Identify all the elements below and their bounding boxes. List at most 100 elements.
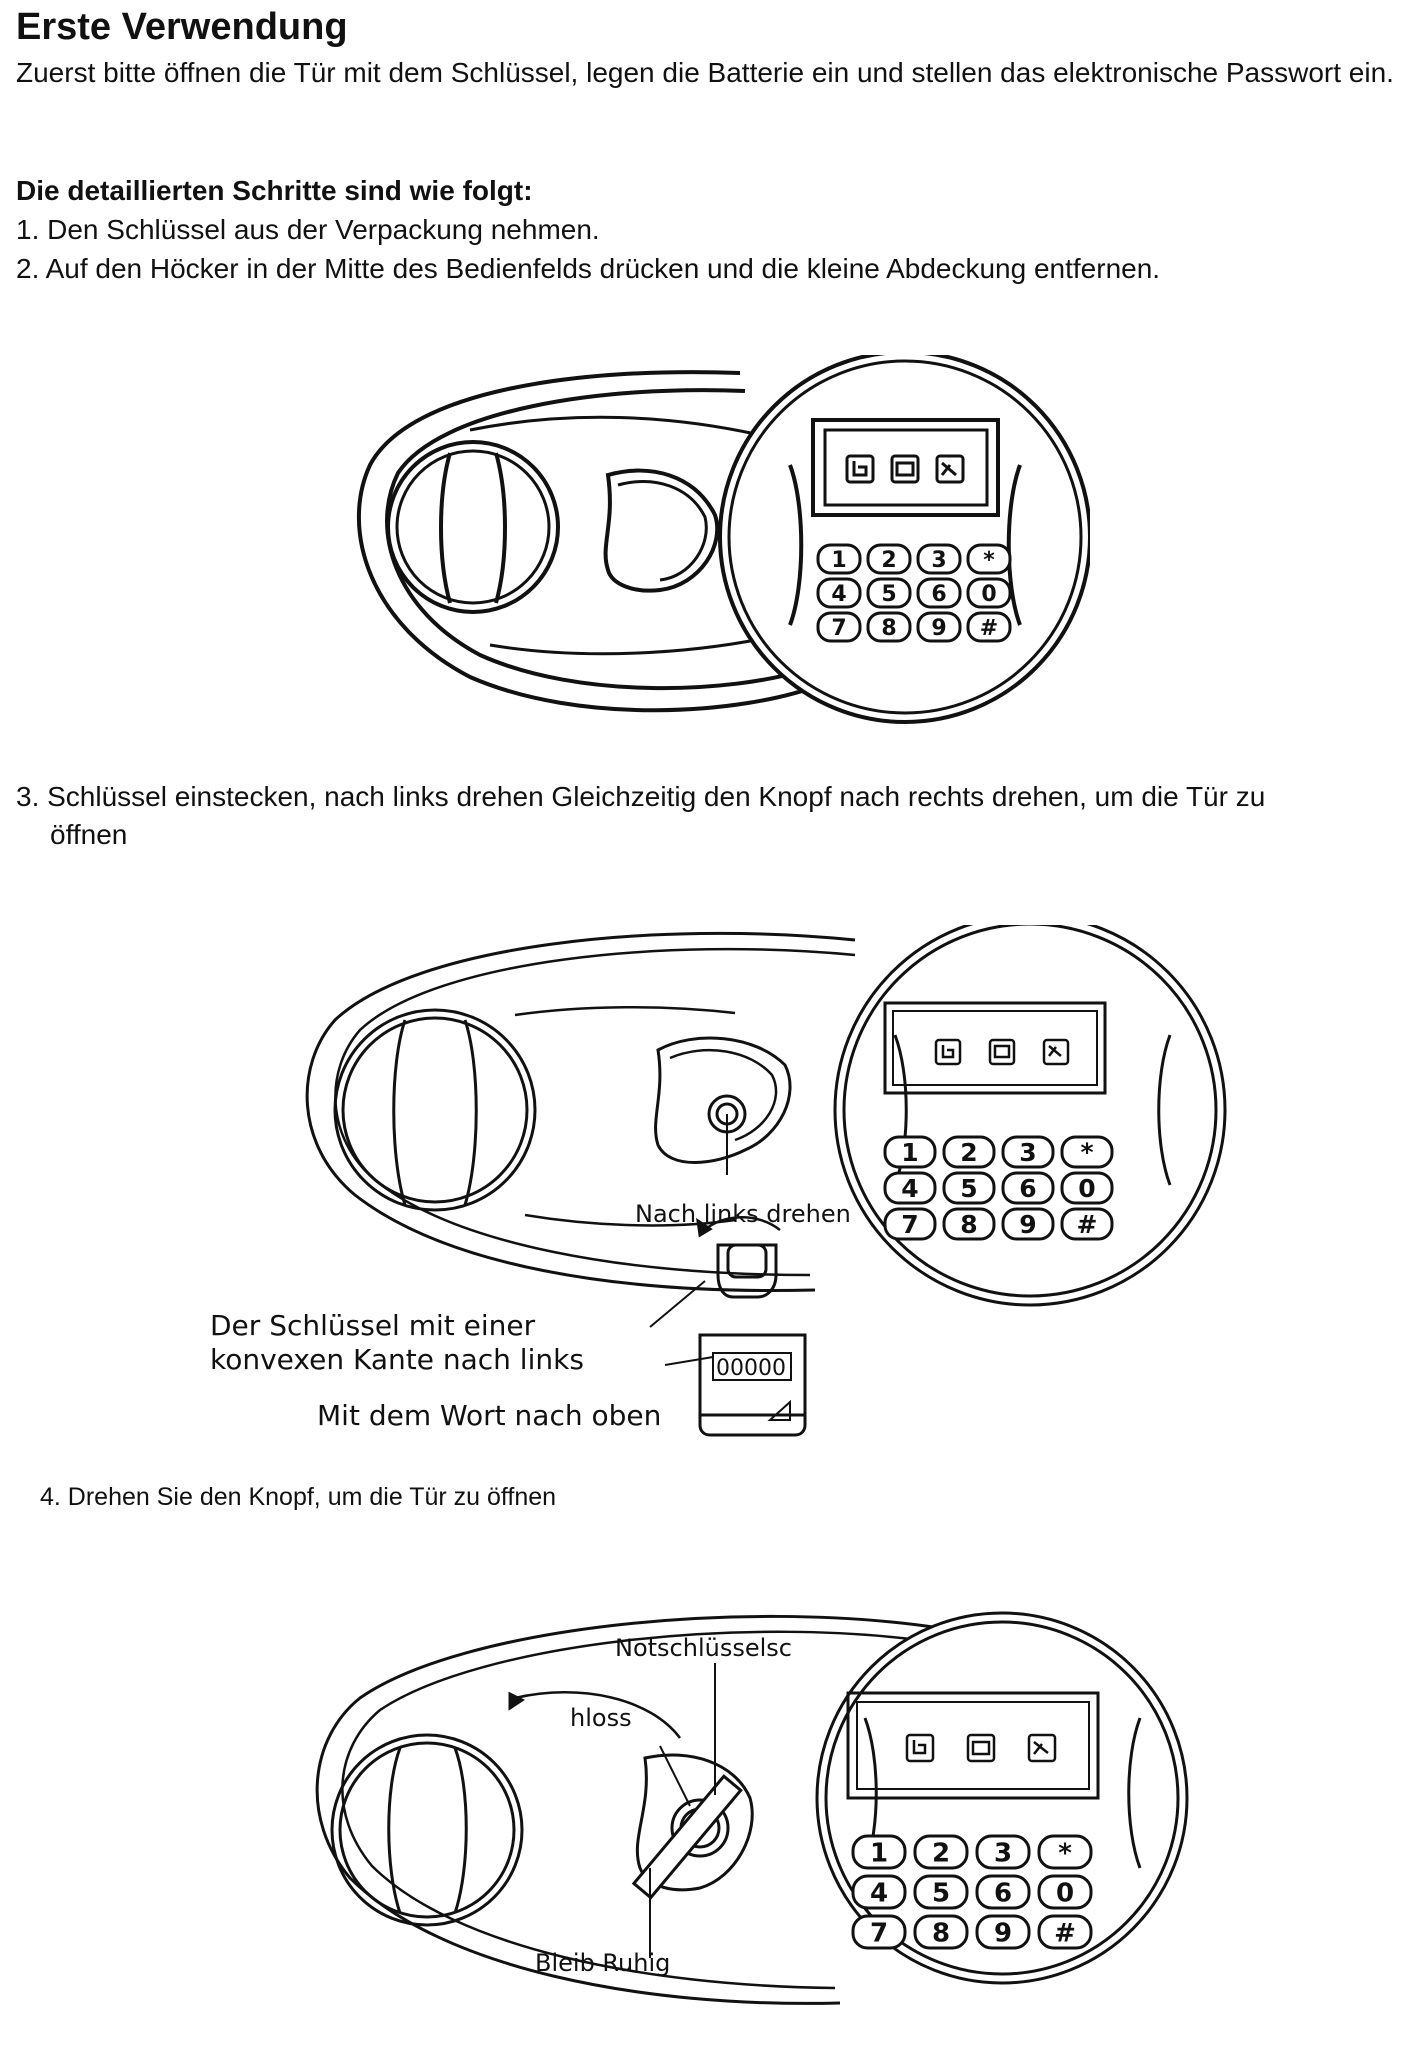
page-title: Erste Verwendung [16, 6, 348, 48]
key-7-button [816, 611, 862, 643]
status-icons [934, 1038, 1070, 1066]
key-7-button [883, 1207, 937, 1241]
label-stay-still: Bleib Ruhig [535, 1949, 670, 1977]
step-4: 4. Drehen Sie den Knopf, um die Tür zu ö… [40, 1483, 557, 1511]
key-0-button [1060, 1171, 1114, 1205]
key-6-button [975, 1874, 1031, 1910]
key-6-button [1001, 1171, 1055, 1205]
steps-heading: Die detaillierten Schritte sind wie folg… [16, 175, 533, 206]
key-0-button [1037, 1874, 1093, 1910]
key-1-label: 1 [870, 1838, 888, 1868]
key-0-label: 0 [1078, 1174, 1095, 1203]
key-#-button [966, 611, 1012, 643]
key-1-button [816, 543, 862, 575]
key-3-button [916, 543, 962, 575]
key-3-label: 3 [1019, 1138, 1036, 1167]
dial-knob-icon [333, 1008, 537, 1212]
key-4-button [851, 1874, 907, 1910]
step-3: 3. Schlüssel einstecken, nach links dreh… [16, 778, 1406, 854]
emergency-key-icon [631, 1774, 743, 1900]
intro-text: Zuerst bitte öffnen die Tür mit dem Schl… [16, 57, 1394, 88]
repair-icon [1027, 1733, 1057, 1763]
key-5-button [866, 577, 912, 609]
battery-icon [890, 454, 920, 484]
keypad-disc [833, 925, 1227, 1307]
key-#-label: # [1077, 1210, 1098, 1239]
display-window [883, 1001, 1107, 1095]
keyhole-icon [670, 1798, 730, 1858]
hand-icon [845, 454, 875, 484]
key-9-label: 9 [994, 1918, 1012, 1948]
hand-icon [934, 1038, 962, 1066]
key-5-label: 5 [881, 582, 896, 607]
key-8-button [866, 611, 912, 643]
key-9-label: 9 [1019, 1210, 1036, 1239]
key-7-button [851, 1914, 907, 1950]
step-3-line-2: öffnen [50, 819, 128, 850]
keyhole-cover-icon [635, 1753, 754, 1892]
key-7-label: 7 [831, 616, 846, 641]
key-*-label: * [1058, 1838, 1072, 1868]
key-5-label: 5 [932, 1878, 950, 1908]
key-8-label: 8 [932, 1918, 950, 1948]
key-5-button [942, 1171, 996, 1205]
key-1-label: 1 [901, 1138, 918, 1167]
key-6-label: 6 [1019, 1174, 1036, 1203]
key-4-label: 4 [870, 1878, 888, 1908]
key-8-button [942, 1207, 996, 1241]
key-5-label: 5 [960, 1174, 977, 1203]
key-2-label: 2 [960, 1138, 977, 1167]
key-3-label: 3 [994, 1838, 1012, 1868]
status-icons [905, 1733, 1057, 1763]
key-2-label: 2 [881, 548, 896, 573]
key-#-label: # [980, 616, 998, 641]
keyhole-cover-icon [603, 468, 720, 593]
key-8-label: 8 [960, 1210, 977, 1239]
key-*-button [1060, 1135, 1114, 1169]
status-icons [845, 454, 965, 484]
step-3-line-1: 3. Schlüssel einstecken, nach links dreh… [16, 781, 1266, 812]
label-key-line-1: Der Schlüssel mit einer [210, 1309, 536, 1342]
key-3-button [975, 1834, 1031, 1870]
key-2-button [866, 543, 912, 575]
key-8-button [913, 1914, 969, 1950]
key-9-button [1001, 1207, 1055, 1241]
panel-outline [315, 1614, 941, 2005]
key-*-button [1037, 1834, 1093, 1870]
battery-icon [966, 1733, 996, 1763]
key-3-button [1001, 1135, 1055, 1169]
key-*-label: * [983, 548, 995, 573]
key-#-button [1037, 1914, 1093, 1950]
display-window [846, 1691, 1100, 1800]
key-1-label: 1 [831, 548, 846, 573]
keypad-disc [718, 355, 1090, 724]
label-turn-left: Nach links drehen [635, 1200, 851, 1228]
key-9-button [916, 611, 962, 643]
step-1: 1. Den Schlüssel aus der Verpackung nehm… [16, 214, 600, 245]
key-tag-number: 00000 [716, 1356, 786, 1381]
figure-lock-panel-2: Nach links drehen Der Schlüssel mit eine… [210, 925, 1227, 1437]
key-#-button [1060, 1207, 1114, 1241]
key-6-label: 6 [931, 582, 946, 607]
key-2-label: 2 [932, 1838, 950, 1868]
key-#-label: # [1054, 1918, 1076, 1948]
key-3-label: 3 [931, 548, 946, 573]
label-key-line-2: konvexen Kante nach links [210, 1343, 584, 1376]
key-4-button [883, 1171, 937, 1205]
key-9-button [975, 1914, 1031, 1950]
key-5-button [913, 1874, 969, 1910]
panel-outline [305, 931, 856, 1293]
panel-outline [356, 370, 821, 713]
key-0-button [966, 577, 1012, 609]
label-word-up: Mit dem Wort nach oben [317, 1399, 661, 1432]
key-7-label: 7 [901, 1210, 918, 1239]
key-8-label: 8 [881, 616, 896, 641]
key-*-label: * [1080, 1138, 1093, 1167]
repair-icon [1042, 1038, 1070, 1066]
key-9-label: 9 [931, 616, 946, 641]
key-6-label: 6 [994, 1878, 1012, 1908]
step-2: 2. Auf den Höcker in der Mitte des Bedie… [16, 253, 1161, 284]
